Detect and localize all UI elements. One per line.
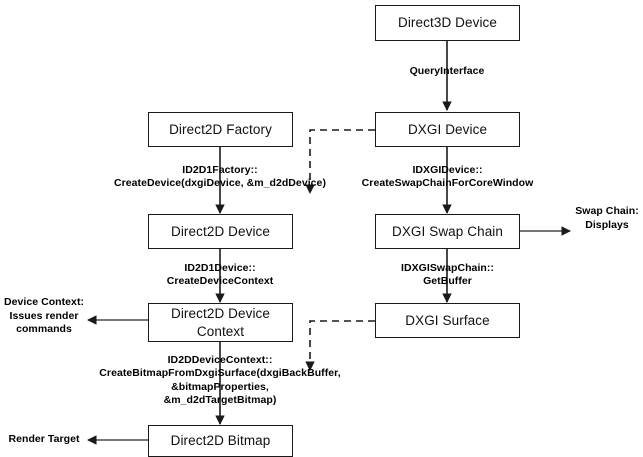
edge-label-create-bitmap-from-dxgi-surface: ID2DDeviceContext:: CreateBitmapFromDxgi… xyxy=(99,354,341,407)
node-direct3d-device-label: Direct3D Device xyxy=(397,15,498,31)
edge-label-create-swap-chain: IDXGIDevice:: CreateSwapChainForCoreWind… xyxy=(361,164,534,190)
annotation-swap-chain-role: Swap Chain: Displays xyxy=(575,205,639,231)
node-direct2d-device-context-label: Direct2D Device Context xyxy=(170,305,271,339)
node-direct2d-bitmap[interactable]: Direct2D Bitmap xyxy=(148,425,293,457)
node-direct2d-factory[interactable]: Direct2D Factory xyxy=(148,112,293,147)
node-direct2d-factory-label: Direct2D Factory xyxy=(169,121,272,137)
node-dxgi-device-label: DXGI Device xyxy=(407,121,488,137)
node-direct2d-device-label: Direct2D Device xyxy=(170,223,271,239)
annotation-render-target-role: Render Target xyxy=(8,433,80,445)
edge-label-get-buffer: IDXGISwapChain:: GetBuffer xyxy=(401,262,494,288)
edge-label-query-interface: QueryInterface xyxy=(409,65,485,77)
node-direct3d-device[interactable]: Direct3D Device xyxy=(375,5,520,41)
node-dxgi-surface-label: DXGI Surface xyxy=(405,312,490,328)
node-dxgi-surface[interactable]: DXGI Surface xyxy=(375,303,520,338)
node-dxgi-swap-chain-label: DXGI Swap Chain xyxy=(391,223,504,239)
edge-label-create-device: ID2D1Factory:: CreateDevice(dxgiDevice, … xyxy=(114,164,326,190)
node-direct2d-device-context[interactable]: Direct2D Device Context xyxy=(148,303,293,342)
node-dxgi-device[interactable]: DXGI Device xyxy=(375,112,520,147)
annotation-device-context-role: Device Context: Issues render commands xyxy=(3,296,85,336)
edge-label-create-device-context: ID2D1Device:: CreateDeviceContext xyxy=(166,262,274,288)
node-dxgi-swap-chain[interactable]: DXGI Swap Chain xyxy=(375,214,520,249)
node-direct2d-bitmap-label: Direct2D Bitmap xyxy=(170,433,271,449)
node-direct2d-device[interactable]: Direct2D Device xyxy=(148,214,293,249)
